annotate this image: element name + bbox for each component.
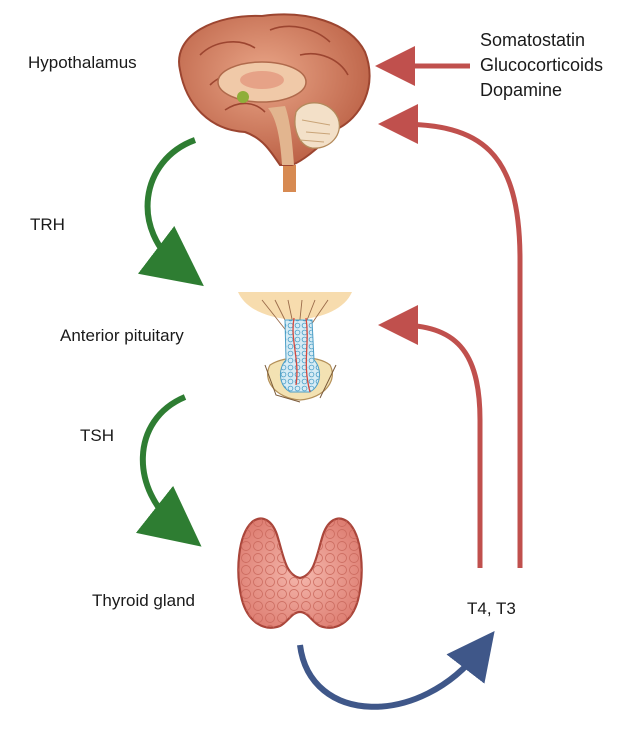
thyroid-gland-label: Thyroid gland xyxy=(92,591,196,610)
trh-label: TRH xyxy=(30,215,65,234)
thyroid-hormones-label: T4, T3 xyxy=(467,599,516,618)
brain-illustration xyxy=(178,13,371,192)
feedback-arrow-to-pituitary xyxy=(378,305,483,568)
thyroid-illustration xyxy=(237,517,363,629)
inhibitor-item: Glucocorticoids xyxy=(480,54,604,75)
pituitary-illustration xyxy=(238,292,352,403)
inhibitor-list: Somatostatin Glucocorticoids Dopamine xyxy=(480,28,603,102)
hypothalamus-label: Hypothalamus xyxy=(28,53,137,72)
anterior-pituitary-label: Anterior pituitary xyxy=(60,326,184,345)
feedback-arrow-to-hypothalamus xyxy=(378,104,523,568)
trh-stimulation-arrow xyxy=(137,137,204,287)
hormone-secretion-arrow xyxy=(297,630,495,710)
tsh-stimulation-arrow xyxy=(135,394,202,547)
inhibitor-item: Somatostatin xyxy=(480,30,586,50)
tsh-label: TSH xyxy=(80,426,114,445)
inhibitor-item: Dopamine xyxy=(480,79,563,100)
